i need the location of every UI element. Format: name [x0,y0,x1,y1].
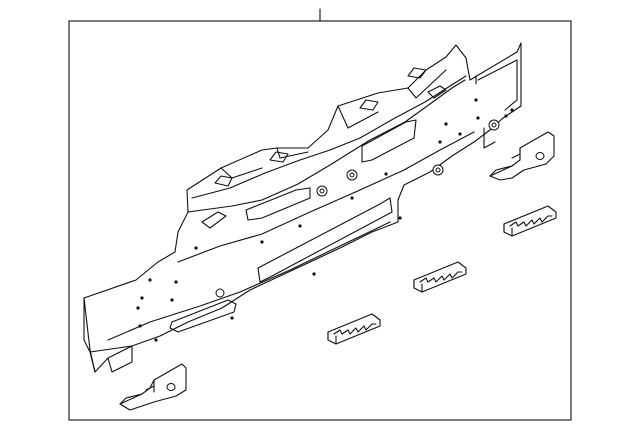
clip-1-teeth [509,215,553,227]
ledge-tab-2 [269,151,289,163]
bracket-right-upper-body [489,131,555,181]
bracket-right-upper-hole [535,152,545,160]
lower-edge-line [107,221,391,341]
bracket-right-upper [489,131,555,181]
right-end-flange-inner [475,75,496,149]
reinforcement-clip-3 [327,313,381,345]
clip-2-teeth [419,271,463,283]
bracket-left-lower [119,363,187,411]
bracket-right-upper-flange [489,147,521,177]
hole-large-1-inner [319,188,325,194]
clip-2-front [413,279,423,293]
right-pocket [427,85,447,99]
ledge-tab-4 [407,67,427,79]
hole-large-3-inner [435,167,441,173]
bracket-left-lower-hole [166,383,176,391]
upper-ridge-line [187,79,466,213]
clip-1-front [503,223,513,237]
upper-opening-2 [361,119,417,163]
rear-body-panel-assembly [83,42,522,373]
ledge-tab-3 [359,99,379,111]
hole-large-4-inner [491,122,497,128]
bracket-left-lower-flange [119,379,155,405]
hole-large-2-inner [349,172,355,178]
lower-opening-1 [257,197,393,283]
ledge-tab-1 [214,175,233,187]
left-end-flange [83,297,133,373]
reinforcement-clip-1 [503,205,557,237]
mid-crease-line [177,131,475,263]
clip-3-front [327,331,337,345]
hole-large-5 [215,288,225,298]
diagram-frame [68,20,572,421]
left-pocket [201,211,227,229]
right-end-flange [477,59,518,111]
upper-opening-1 [245,187,311,221]
panel-outline [83,42,522,373]
reinforcement-clip-2 [413,261,467,293]
left-lower-tab [107,345,133,373]
upper-ridge-line-inner [191,75,467,199]
small-holes [136,98,514,342]
clip-3-teeth [333,323,377,335]
lower-slot-left [169,299,237,333]
